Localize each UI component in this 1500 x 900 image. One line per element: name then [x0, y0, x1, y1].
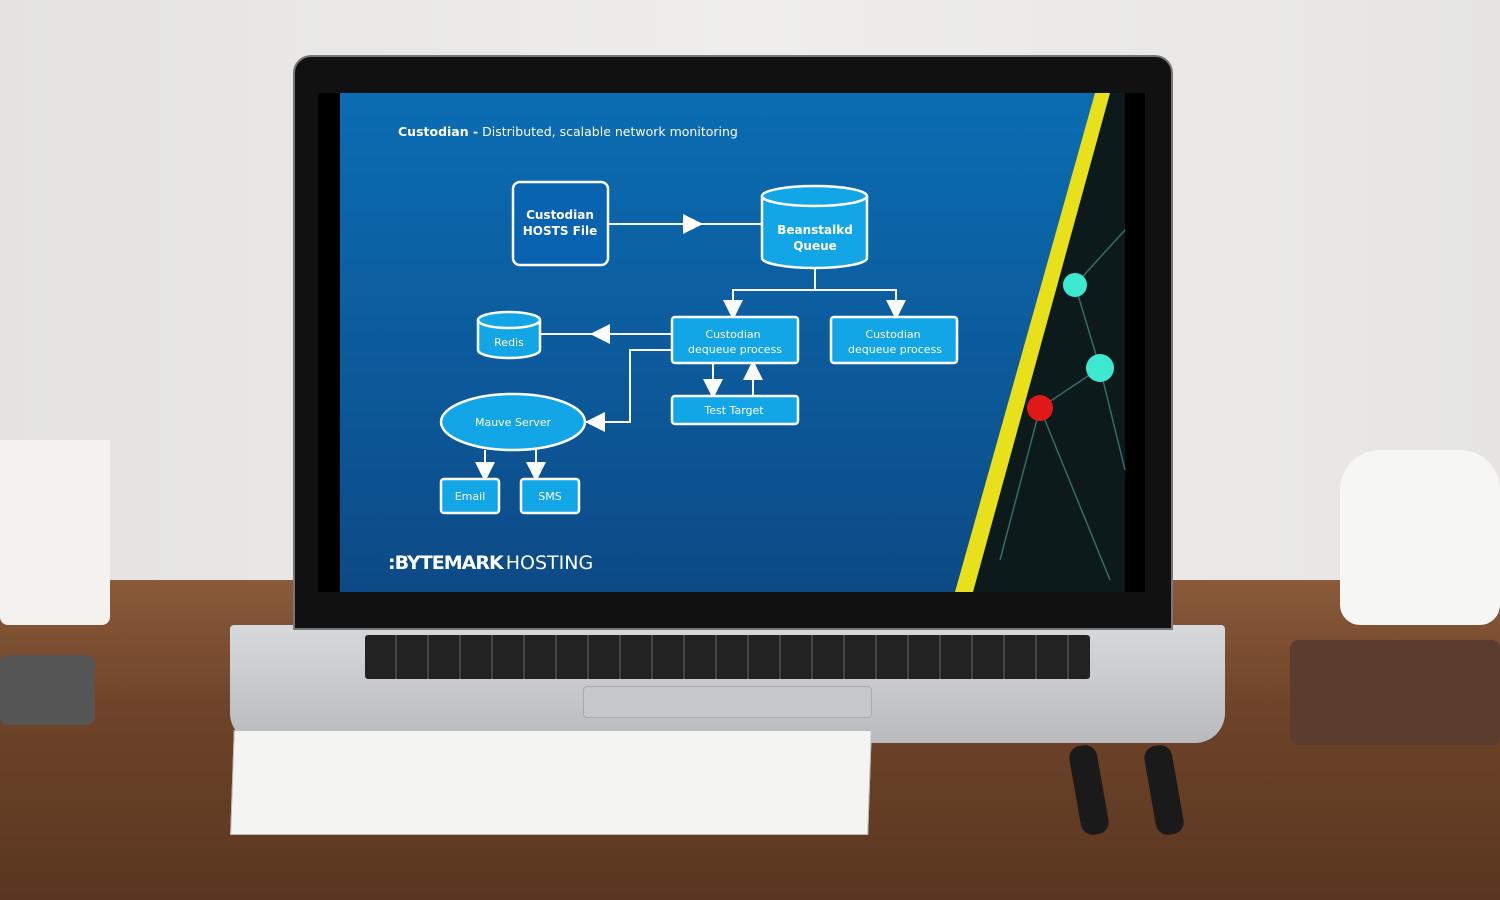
node-email	[439, 477, 501, 515]
node-test-target	[670, 394, 800, 426]
network-node	[1063, 273, 1087, 297]
leather-pad	[1290, 640, 1500, 745]
node-beanstalkd-queue	[760, 184, 869, 270]
mauve-server-label: Mauve Server	[475, 416, 552, 429]
cactus-pot	[0, 440, 110, 625]
node-hosts-file	[511, 180, 610, 267]
slide-title: Custodian - Distributed, scalable networ…	[398, 124, 738, 139]
node-mauve-server	[439, 392, 587, 452]
beanstalkd-label: Beanstalkd	[777, 223, 853, 237]
node-dequeue-process-2	[829, 315, 959, 365]
node-dequeue-process-1	[670, 315, 800, 365]
network-node	[1027, 395, 1053, 421]
sms-label: SMS	[538, 490, 561, 503]
hosts-file-label: HOSTS File	[523, 224, 597, 238]
node-sms	[519, 477, 581, 515]
dequeue-2-label: dequeue process	[848, 343, 942, 356]
redis-label: Redis	[494, 336, 524, 349]
hosts-file-label: Custodian	[526, 208, 594, 222]
yellow-stripe	[955, 93, 1110, 592]
trackpad	[583, 686, 872, 718]
node-redis	[476, 310, 542, 360]
succulent-pot	[1340, 450, 1500, 625]
dequeue-1-label: Custodian	[705, 328, 760, 341]
dequeue-1-label: dequeue process	[688, 343, 782, 356]
network-node	[1086, 354, 1114, 382]
dequeue-2-label: Custodian	[865, 328, 920, 341]
network-image	[973, 93, 1125, 592]
phone	[0, 655, 95, 725]
email-label: Email	[455, 490, 486, 503]
network-lines	[999, 229, 1126, 581]
beanstalkd-label: Queue	[793, 239, 837, 253]
keyboard	[365, 635, 1090, 679]
test-target-label: Test Target	[703, 404, 764, 417]
